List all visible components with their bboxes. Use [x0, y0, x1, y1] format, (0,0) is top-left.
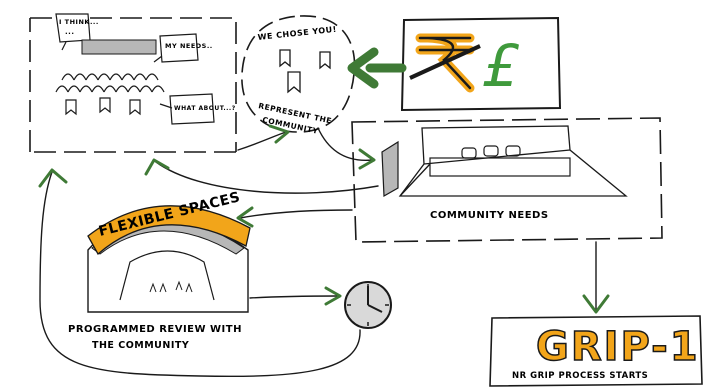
bubble-needs: [153, 33, 199, 63]
crowd-figures: [55, 73, 165, 116]
grip-title: GRIP-1: [536, 324, 700, 370]
needs-label: COMMUNITY NEEDS: [430, 210, 549, 221]
meeting-panel-border: [29, 17, 237, 153]
needs-room: [398, 125, 628, 197]
flexible-banner: [87, 205, 251, 256]
rupee-crossed-icon: [409, 33, 481, 93]
grip-box: GRIP-1 NR GRIP PROCESS STARTS: [489, 315, 703, 387]
needs-to-meeting-arrow: [155, 161, 379, 194]
needs-to-flexible-arrow: [239, 209, 353, 219]
needs-table: [429, 157, 571, 177]
flow-arrows: [38, 47, 610, 378]
clock-icon: [344, 281, 392, 329]
review-caption-1: PROGRAMMED REVIEW WITH: [68, 324, 242, 335]
tunnel-inner: [119, 250, 215, 301]
needs-chairs: [461, 145, 521, 159]
pound-symbol: £: [482, 32, 519, 100]
grip-box-border: [489, 315, 703, 387]
bubble-think-dots: ...: [65, 28, 74, 36]
money-box: £: [400, 16, 562, 112]
needs-door: [381, 140, 399, 198]
bubble-needs-text: MY NEEDS..: [165, 42, 213, 50]
reps-to-needs-arrow: [317, 127, 373, 161]
meeting-table: [81, 39, 157, 55]
chosen-reps: WE CHOSE YOU! REPRESENT THE COMMUNITY: [241, 15, 356, 136]
rep-figures: [279, 49, 331, 94]
bubble-what: [159, 93, 215, 125]
needs-panel-border: [351, 117, 663, 243]
loop-back-arrow: [39, 171, 361, 378]
flexible-to-clock-arrow: [249, 295, 339, 299]
meeting-to-reps-arrow: [237, 131, 287, 151]
bubble-what-text: WHAT ABOUT...?: [174, 105, 236, 112]
community-needs-panel: COMMUNITY NEEDS: [351, 117, 663, 243]
tunnel-people: [149, 280, 193, 293]
grip-caption: NR GRIP PROCESS STARTS: [512, 371, 648, 381]
money-box-border: [400, 16, 562, 112]
flexible-spaces: FLEXIBLE SPACES: [87, 189, 251, 313]
bubble-think-text: I THINK...: [59, 18, 99, 26]
chosen-reps-circle: [241, 15, 356, 133]
money-arrow: [347, 47, 407, 89]
chosen-reps-caption-top: WE CHOSE YOU!: [257, 25, 337, 42]
community-meeting-panel: I THINK... ... MY NEEDS.. WHAT ABOUT...?: [29, 13, 237, 153]
review-caption-2: THE COMMUNITY: [92, 340, 189, 351]
